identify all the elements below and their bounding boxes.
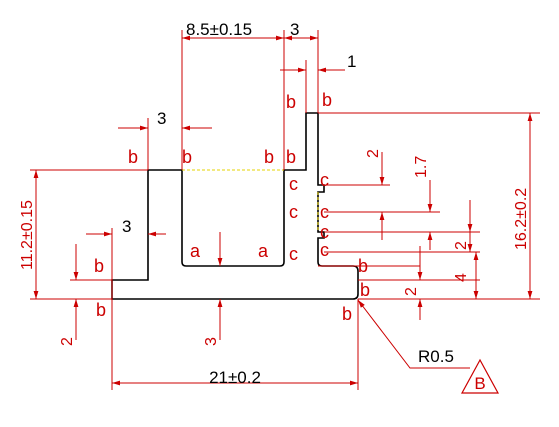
dim-top-width: 8.5±0.15: [186, 20, 252, 39]
label-b: b: [286, 92, 296, 112]
dim-left-mid: 3: [122, 217, 131, 236]
dim-top-right: 3: [290, 20, 299, 39]
label-c: c: [320, 222, 329, 242]
label-b: b: [360, 280, 370, 300]
label-c: c: [320, 202, 329, 222]
dim-right-2-lower: 2: [453, 241, 470, 250]
label-c: c: [320, 170, 329, 190]
dim-bottom-width: 21±0.2: [209, 368, 261, 387]
label-b: b: [358, 256, 368, 276]
dim-left-top: 3: [157, 109, 166, 128]
label-b: b: [182, 147, 192, 167]
dim-radius: R0.5: [418, 347, 454, 366]
datum-triangle-icon: [460, 358, 500, 394]
dimension-lines: [33, 35, 533, 386]
label-b: b: [322, 90, 332, 110]
label-c: c: [289, 202, 298, 222]
dim-left-height: 11.2±0.15: [19, 200, 36, 270]
dim-right-4: 4: [453, 273, 470, 282]
label-c: c: [320, 240, 329, 260]
dim-left-bottom: 2: [59, 337, 76, 346]
datum-marker: B: [460, 358, 500, 394]
label-b: b: [264, 147, 274, 167]
dim-bottom-center: 3: [203, 337, 220, 346]
profile-outline: [111, 112, 359, 300]
label-a-right: a: [258, 241, 269, 261]
extension-lines: [30, 30, 540, 390]
label-c: c: [289, 174, 298, 194]
dim-right-2-upper: 2: [365, 149, 382, 158]
label-b: b: [96, 300, 106, 320]
dim-right-height: 16.2±0.2: [513, 188, 530, 250]
dim-right-2-bottom: 2: [403, 287, 420, 296]
label-b: b: [342, 304, 352, 324]
label-a-left: a: [190, 241, 201, 261]
reference-labels: a a b b b b b b b b b b b c c c c c c c: [94, 90, 370, 324]
label-b: b: [128, 147, 138, 167]
dim-top-small: 1: [347, 52, 356, 71]
dim-right-1-7: 1.7: [413, 156, 430, 178]
datum-symbol: B: [474, 374, 485, 393]
label-c: c: [289, 244, 298, 264]
label-b: b: [286, 147, 296, 167]
dimension-text: 8.5±0.15 3 1 3 3 21±0.2 R0.5 11.2±0.15 2…: [19, 20, 530, 387]
label-b: b: [94, 256, 104, 276]
